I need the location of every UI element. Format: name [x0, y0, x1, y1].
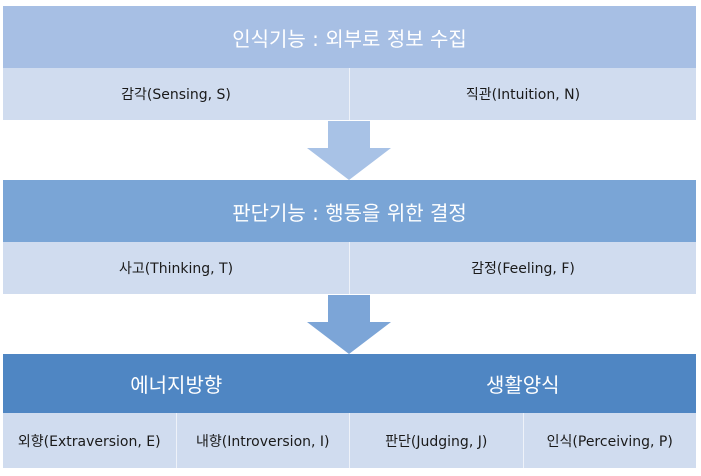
- judgment-row: 사고(Thinking, T) 감정(Feeling, F): [3, 242, 696, 294]
- perception-header-text: 인식기능 : 외부로 정보 수집: [232, 26, 467, 51]
- lifestyle-label: 생활양식: [485, 373, 560, 397]
- sensing-cell: 감각(Sensing, S): [121, 87, 231, 103]
- energy-direction-label: 에너지방향: [130, 373, 223, 397]
- down-arrow-2: [307, 295, 391, 354]
- judgment-header: 판단기능 : 행동을 위한 결정: [3, 180, 696, 242]
- judgment-header-text: 판단기능 : 행동을 위한 결정: [232, 200, 467, 225]
- down-arrow-1: [307, 121, 391, 180]
- attitudes-header: 에너지방향 생활양식: [3, 354, 696, 413]
- intuition-cell: 직관(Intuition, N): [349, 68, 696, 120]
- introversion-cell: 내향(Introversion, I): [175, 413, 350, 468]
- perceiving-cell: 인식(Perceiving, P): [522, 413, 697, 468]
- feeling-cell: 감정(Feeling, F): [349, 242, 696, 294]
- perception-header: 인식기능 : 외부로 정보 수집: [3, 6, 696, 68]
- attitudes-row: 외향(Extraversion, E) 내향(Introversion, I) …: [3, 413, 696, 468]
- perception-row: 감각(Sensing, S) 직관(Intuition, N): [3, 68, 696, 120]
- judging-cell: 판단(Judging, J): [349, 413, 523, 468]
- thinking-cell: 사고(Thinking, T): [118, 261, 234, 277]
- extraversion-cell: 외향(Extraversion, E): [17, 433, 161, 450]
